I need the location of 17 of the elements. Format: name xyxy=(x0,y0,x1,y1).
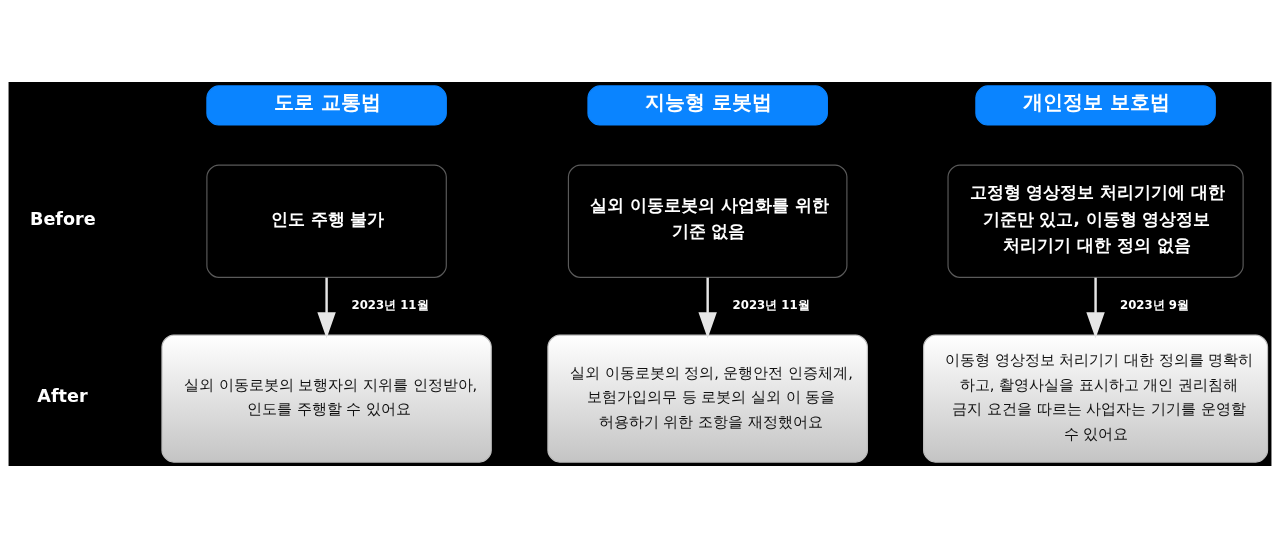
node-box: 인도 주행 불가 xyxy=(206,164,447,278)
edge-label: 2023년 11월 xyxy=(732,297,810,312)
node-box: 이동형 영상정보 처리기기 대한 정의를 명확히 하고, 촬영사실을 표시하고 개인 권리침해 금지 요건을 따르는 사업자는 기기를 운영할 수 있어요 xyxy=(923,334,1269,463)
node-box: 고정형 영상정보 처리기기에 대한 기준만 있고, 이동형 영상정보 처리기기 대한 정의 없음 xyxy=(947,164,1244,278)
edge-label: 2023년 11월 xyxy=(351,297,429,312)
node-box: 실외 이동로봇의 사업화를 위한 기준 없음 xyxy=(567,164,848,278)
arrow xyxy=(1086,277,1105,339)
edge-label: 2023년 9월 xyxy=(1120,297,1189,312)
label: After xyxy=(37,385,88,406)
arrow xyxy=(317,277,336,339)
node-box: 도로 교통법 xyxy=(206,85,447,126)
node-box: 개인정보 보호법 xyxy=(975,85,1216,126)
node-box: 지능형 로봇법 xyxy=(587,85,828,126)
node-box: 실외 이동로봇의 보행자의 지위를 인정받아, 인도를 주행할 수 있어요 xyxy=(161,334,492,463)
node-box: 실외 이동로봇의 정의, 운행안전 인증체계, 보험가입의무 등 로봇의 실외 이 동을 허용하기 위한 조항을 재정했어요 xyxy=(547,334,868,463)
arrow xyxy=(698,277,717,339)
label: Before xyxy=(30,208,96,229)
